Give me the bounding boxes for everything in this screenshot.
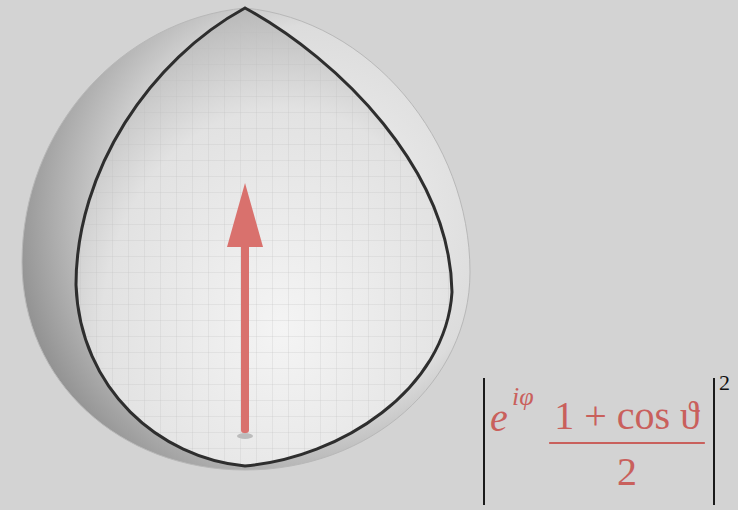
fraction-denominator: 2 (617, 452, 637, 492)
fraction-numerator: 1 + cos ϑ (554, 396, 700, 436)
fraction-bar (549, 442, 705, 444)
arrow-base-shadow (237, 433, 253, 439)
formula-base: e (490, 398, 508, 438)
formula-exponent: iφ (512, 384, 534, 410)
state-arrow-head (227, 183, 263, 247)
abs-bar-left (483, 378, 485, 505)
abs-bar-right (713, 378, 715, 505)
sphere-grid (0, 0, 500, 500)
cutaway-outline (76, 8, 452, 466)
power-exponent: 2 (719, 372, 730, 394)
state-arrow-shaft (241, 240, 249, 433)
